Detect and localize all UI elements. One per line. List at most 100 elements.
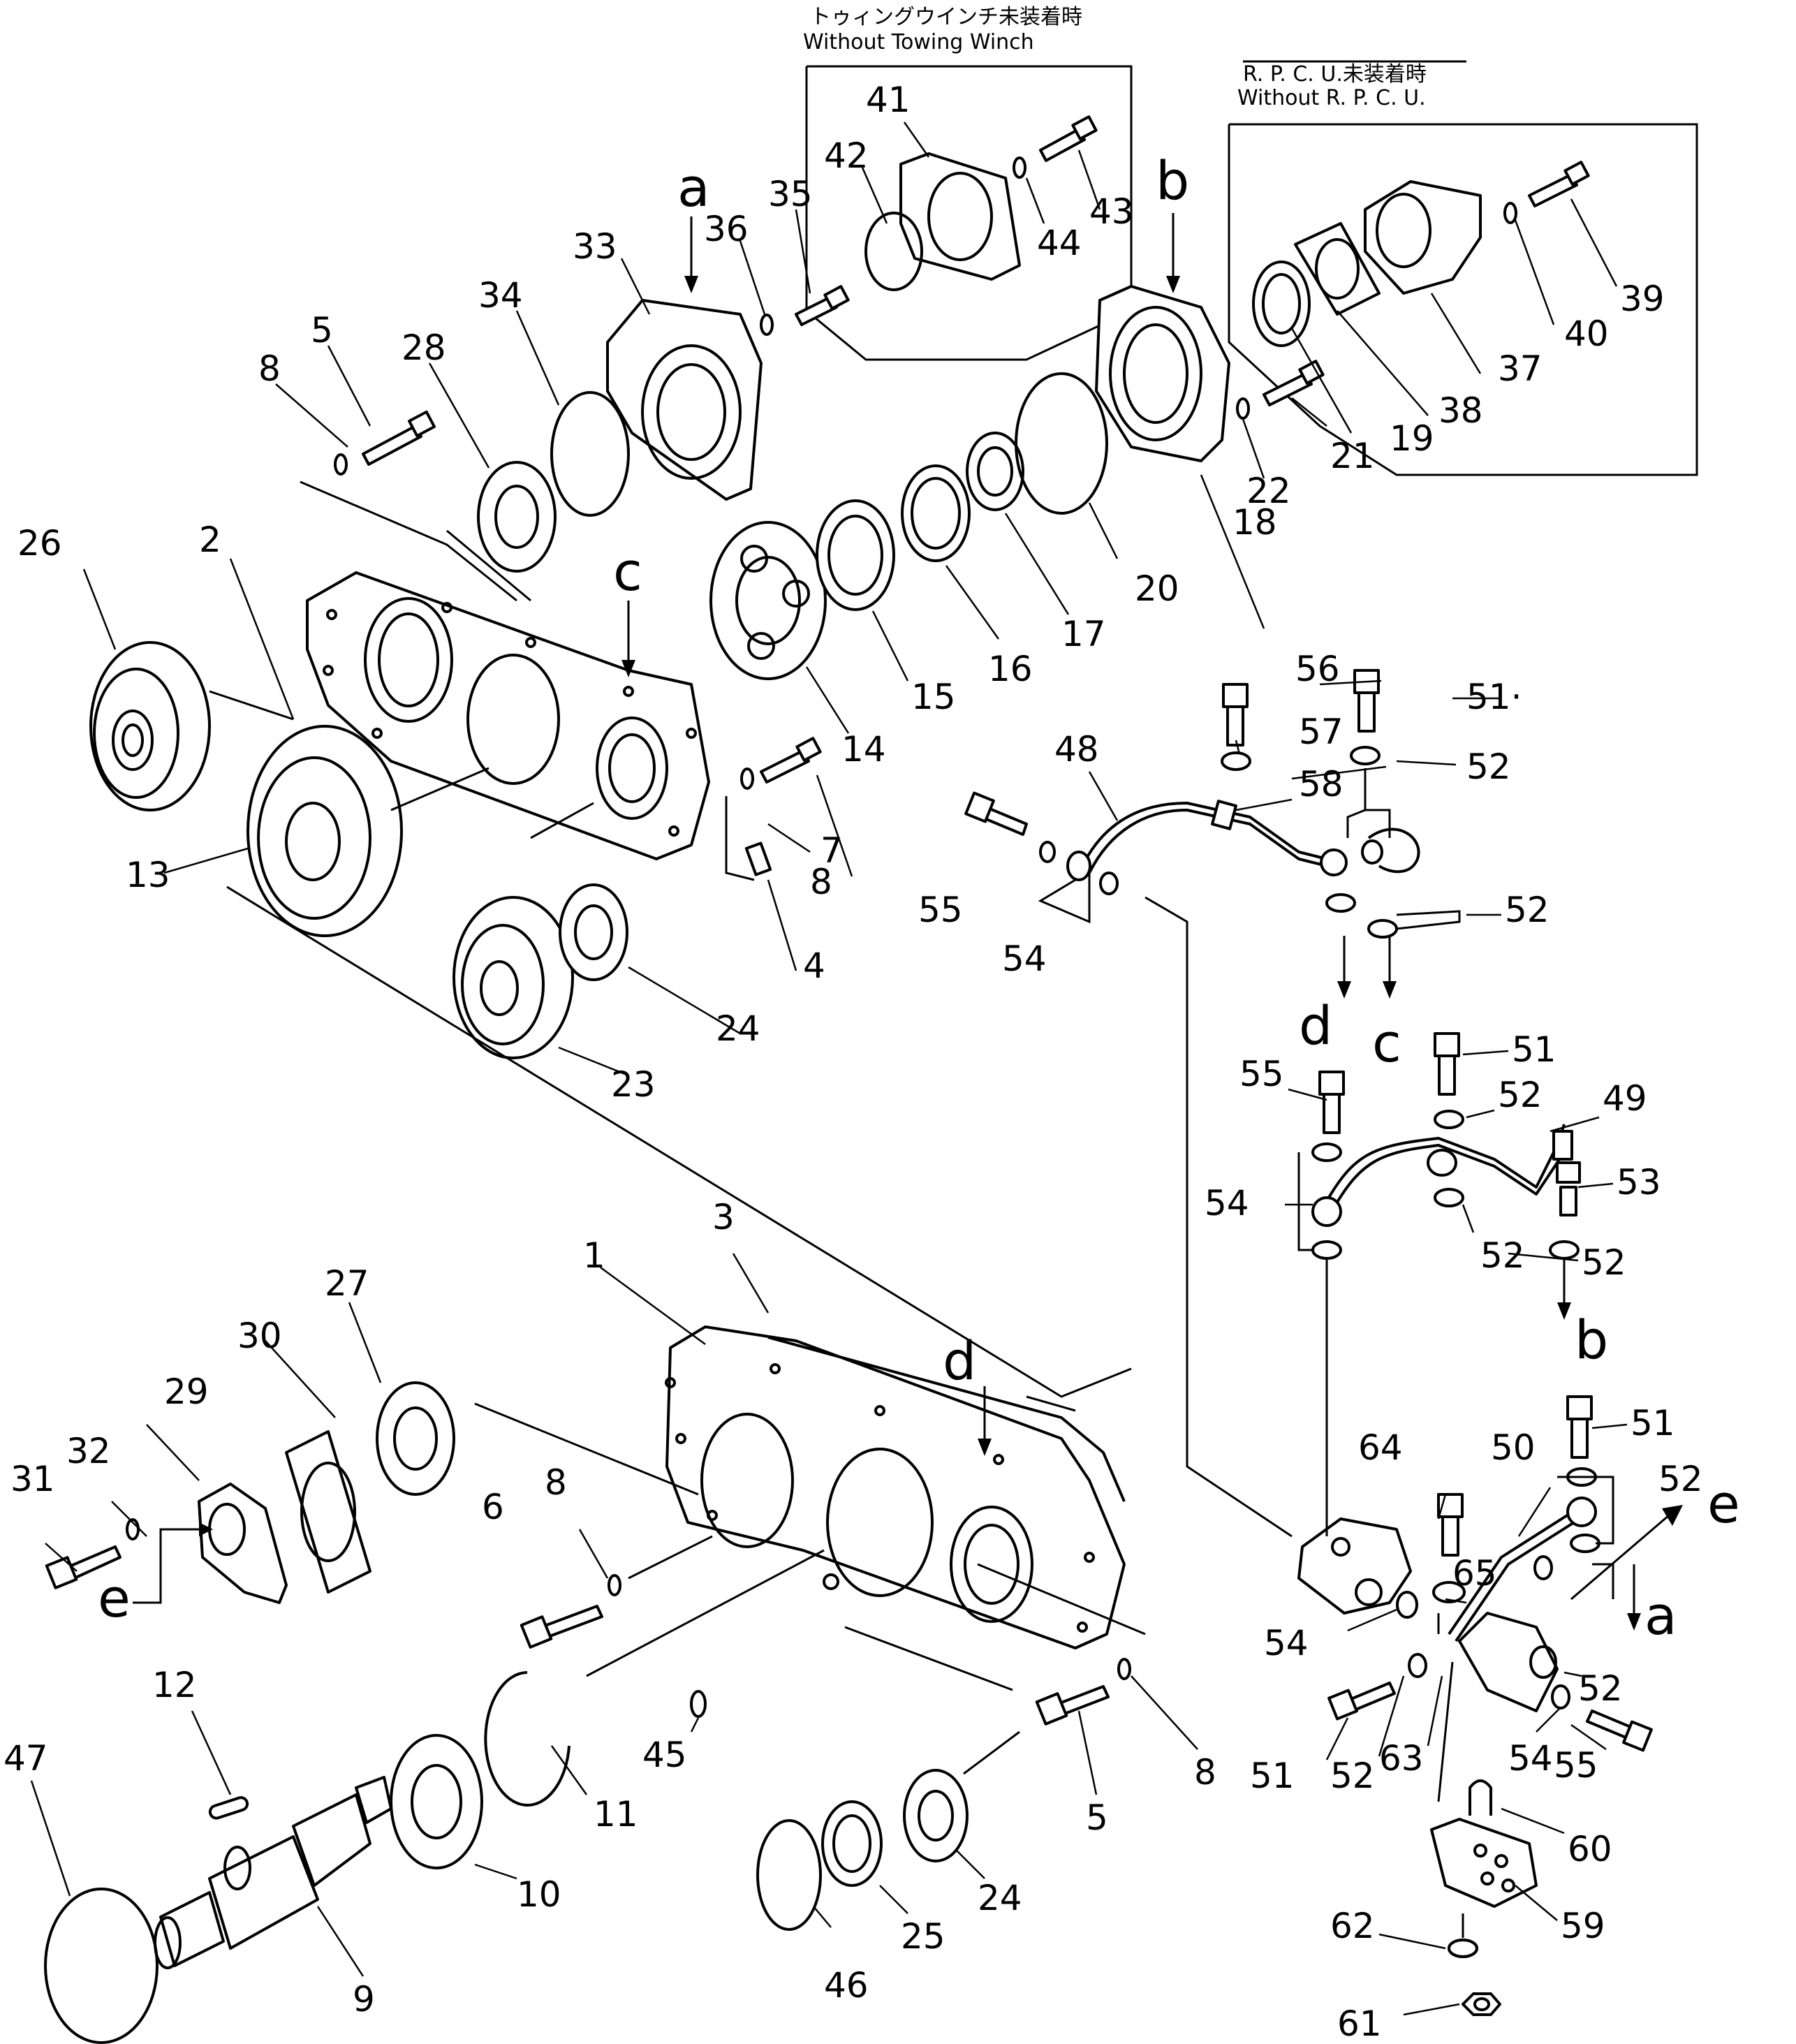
label-5-upper: 5	[311, 310, 333, 351]
towing-caption-jp: トゥィングウインチ未装着時	[810, 5, 1082, 29]
bracket-59	[1430, 1818, 1538, 1908]
housing-33	[606, 299, 763, 501]
label-29: 29	[164, 1372, 209, 1412]
label-28: 28	[402, 328, 446, 368]
label-6: 6	[482, 1487, 504, 1527]
label-63: 63	[1379, 1738, 1424, 1779]
label-57: 57	[1299, 712, 1344, 752]
label-52-mid1: 52	[1498, 1075, 1543, 1115]
ref-b-top: b	[1156, 149, 1189, 212]
label-61: 61	[1337, 2003, 1382, 2044]
ring-25	[821, 1800, 883, 1887]
label-8-lower2: 8	[1194, 1752, 1216, 1793]
label-43: 43	[1089, 191, 1134, 232]
housing-18	[1095, 285, 1230, 462]
label-18: 18	[1232, 502, 1277, 543]
bearing-10	[390, 1734, 483, 1869]
bolt-31	[45, 1518, 140, 1589]
ring-15	[816, 499, 895, 611]
rpcu-caption-en: Without R. P. C. U.	[1237, 86, 1426, 110]
label-4: 4	[803, 946, 825, 986]
label-23: 23	[611, 1064, 656, 1105]
label-52-upper2: 52	[1505, 890, 1550, 930]
label-41: 41	[866, 80, 911, 120]
lock-washer-16	[901, 464, 971, 562]
label-52-low3: 52	[1330, 1756, 1375, 1796]
rpcu-inset: R. P. C. U.未装着時 Without R. P. C. U.	[1228, 60, 1698, 476]
o-ring-20	[1015, 372, 1108, 515]
nut-17	[966, 432, 1024, 511]
label-9: 9	[353, 1979, 375, 2020]
bearing-28	[477, 461, 557, 573]
block-64	[1297, 1517, 1412, 1615]
snap-ring-11	[484, 1671, 571, 1807]
label-58: 58	[1299, 764, 1344, 804]
label-8-upper: 8	[258, 348, 281, 389]
label-14: 14	[841, 729, 886, 770]
label-52-low2: 52	[1578, 1668, 1623, 1709]
o-ring-45	[690, 1690, 707, 1718]
pipe-48	[1066, 800, 1420, 881]
upper-case-cover	[306, 571, 710, 860]
label-2: 2	[199, 520, 221, 560]
label-46: 46	[824, 1965, 869, 2006]
ref-b-mid: b	[1575, 1309, 1608, 1371]
label-32: 32	[66, 1431, 111, 1471]
reference-letters: a b c d c b d e a e	[98, 149, 1740, 1647]
cover-37	[1364, 180, 1482, 295]
label-54-mid: 54	[1205, 1183, 1249, 1223]
label-24-upper: 24	[716, 1008, 760, 1049]
bearing-24-upper	[559, 883, 628, 981]
label-11: 11	[594, 1794, 638, 1835]
ref-c-top: c	[613, 541, 642, 603]
label-52-low1: 52	[1658, 1459, 1703, 1499]
flange-41	[899, 152, 1021, 281]
label-40: 40	[1564, 314, 1609, 354]
label-56: 56	[1295, 649, 1340, 689]
main-case	[665, 1325, 1126, 1649]
label-44: 44	[1037, 223, 1082, 263]
pipe-connectors	[1038, 768, 1614, 1938]
gear-13	[246, 725, 403, 937]
label-50: 50	[1491, 1427, 1536, 1468]
label-19: 19	[1390, 418, 1434, 459]
seal-19	[1252, 260, 1311, 347]
label-20: 20	[1135, 568, 1179, 609]
ref-e-left: e	[98, 1567, 131, 1629]
ref-e-right: e	[1707, 1473, 1740, 1535]
label-38: 38	[1438, 390, 1483, 431]
label-64: 64	[1358, 1427, 1403, 1468]
ref-d-mid: d	[1299, 994, 1332, 1057]
label-59: 59	[1561, 1906, 1605, 1946]
leader-lines	[30, 122, 1628, 2016]
label-33: 33	[573, 226, 617, 267]
gasket-30	[285, 1430, 371, 1594]
bearing-27	[376, 1381, 455, 1496]
reference-arrows	[133, 213, 1683, 1631]
label-1: 1	[583, 1235, 605, 1276]
nut-61	[1462, 1992, 1501, 2016]
bracket-63	[1458, 1612, 1559, 1712]
label-47: 47	[3, 1738, 48, 1779]
label-17: 17	[1061, 614, 1106, 654]
label-35: 35	[768, 174, 813, 214]
shaft-9	[154, 1776, 392, 1969]
label-52-mid2: 52	[1480, 1235, 1525, 1276]
label-7: 7	[820, 830, 843, 871]
label-51-low: 51	[1631, 1403, 1675, 1443]
bolt-5-lower	[1035, 1658, 1131, 1726]
label-8-lower1: 8	[545, 1462, 567, 1503]
pipe-50	[1448, 1497, 1597, 1642]
ref-d-low: d	[943, 1330, 976, 1392]
label-55-upper: 55	[918, 890, 963, 930]
gasket-38	[1294, 222, 1381, 316]
label-65: 65	[1452, 1553, 1497, 1594]
u-bolt-60	[1469, 1779, 1492, 1816]
label-42: 42	[824, 135, 869, 176]
label-45: 45	[642, 1735, 687, 1775]
label-54-low2: 54	[1508, 1738, 1553, 1779]
label-5-lower: 5	[1086, 1797, 1108, 1838]
part-labels: 8 5 28 34 33 36 35 42 41 44 43 18 19 38 …	[3, 80, 1703, 2044]
upper-connectors	[209, 480, 1132, 1398]
